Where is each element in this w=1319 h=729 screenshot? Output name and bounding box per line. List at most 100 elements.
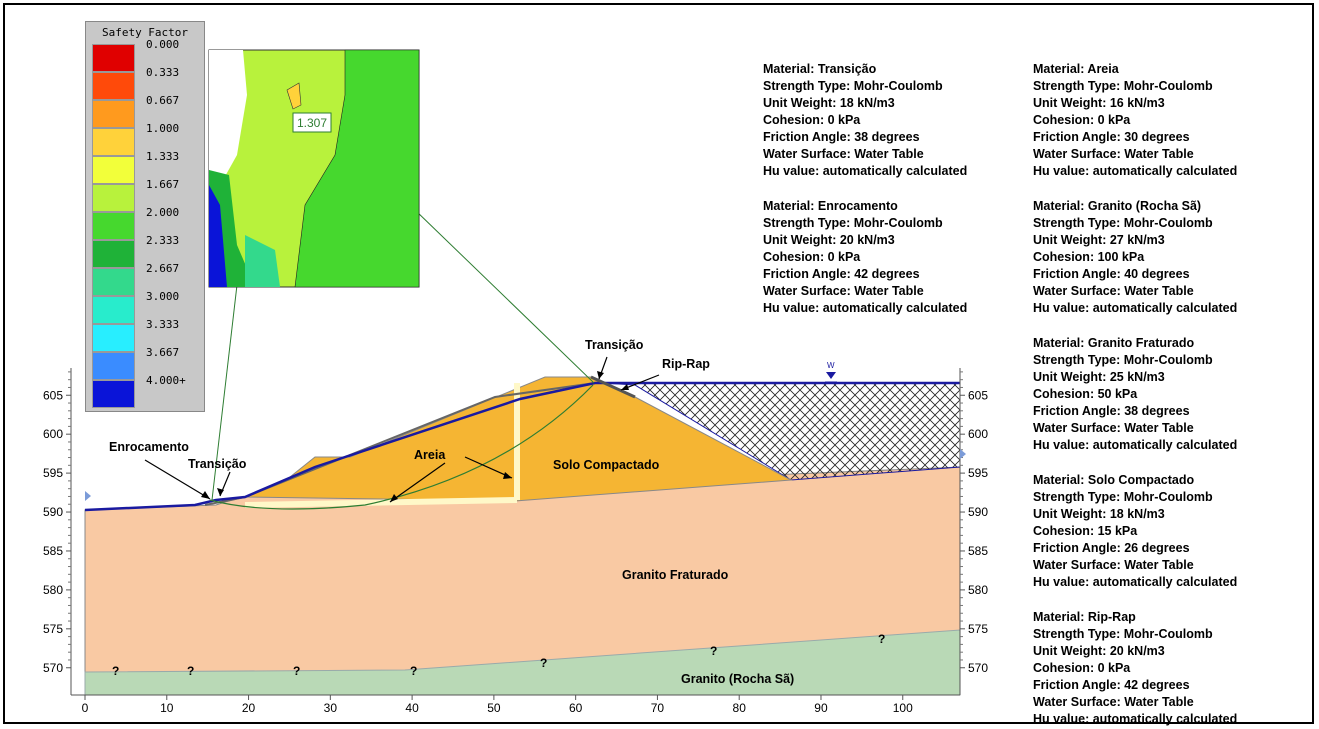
prop-material: Material: Solo Compactado	[1033, 473, 1195, 487]
inset-factor-label: 1.307	[297, 116, 327, 130]
x-tick-label: 0	[82, 701, 89, 715]
legend-entry: 0.000	[92, 38, 202, 72]
material-props-granito-rocha-sa: Material: Granito (Rocha Sã) Strength Ty…	[1033, 198, 1237, 317]
prop-hu: Hu value: automatically calculated	[1033, 301, 1238, 315]
label-granito-fraturado: Granito Fraturado	[622, 568, 729, 582]
x-tick-label: 50	[487, 701, 501, 715]
prop-strength: Strength Type: Mohr-Coulomb	[1033, 353, 1213, 367]
left-boundary-marker-icon	[85, 491, 91, 501]
legend-value: 2.000	[146, 206, 180, 219]
prop-strength: Strength Type: Mohr-Coulomb	[1033, 490, 1213, 504]
legend-swatch	[92, 100, 135, 128]
legend-entry: 3.000	[92, 290, 202, 324]
arrow-heads	[201, 371, 629, 502]
x-tick-label: 100	[893, 701, 913, 715]
label-rip-rap: Rip-Rap	[662, 357, 710, 371]
inset-factor-label-box	[292, 112, 332, 133]
prop-weight: Unit Weight: 25 kN/m3	[1033, 370, 1165, 384]
legend-entry: 2.333	[92, 234, 202, 268]
material-props-transicao: Material: Transição Strength Type: Mohr-…	[763, 61, 967, 180]
water-level-marker-icon	[826, 372, 836, 379]
x-tick-label: 90	[814, 701, 828, 715]
label-granito-rocha-sa: Granito (Rocha Sã)	[681, 672, 794, 686]
prop-weight: Unit Weight: 20 kN/m3	[1033, 644, 1165, 658]
legend-swatch	[92, 352, 135, 380]
label-solo-compactado: Solo Compactado	[553, 458, 660, 472]
prop-water: Water Surface: Water Table	[1033, 558, 1194, 572]
y-tick-label: 580	[968, 583, 988, 597]
y-tick-label: 585	[968, 544, 988, 558]
legend-swatch	[92, 268, 135, 296]
y-tick-label: 605	[968, 388, 988, 402]
prop-weight: Unit Weight: 20 kN/m3	[763, 233, 895, 247]
y-tick-label: 575	[43, 622, 63, 636]
prop-hu: Hu value: automatically calculated	[1033, 575, 1238, 589]
legend-swatch	[92, 184, 135, 212]
x-tick-label: 80	[733, 701, 747, 715]
prop-cohesion: Cohesion: 0 kPa	[763, 113, 861, 127]
unknown-mark: ?	[187, 664, 194, 678]
legend-value: 3.000	[146, 290, 180, 303]
right-boundary-marker-icon	[960, 449, 966, 459]
prop-friction: Friction Angle: 26 degrees	[1033, 541, 1190, 555]
label-areia: Areia	[414, 448, 446, 462]
critical-slip-surface	[209, 384, 594, 510]
x-tick-label: 20	[242, 701, 256, 715]
y-tick-label: 575	[968, 622, 988, 636]
prop-water: Water Surface: Water Table	[763, 147, 924, 161]
legend-value: 1.000	[146, 122, 180, 135]
legend-value: 1.333	[146, 150, 180, 163]
prop-weight: Unit Weight: 18 kN/m3	[763, 96, 895, 110]
x-tick-label: 10	[160, 701, 174, 715]
legend-swatch	[92, 240, 135, 268]
y-tick-label: 590	[43, 505, 63, 519]
material-props-granito-fraturado: Material: Granito Fraturado Strength Typ…	[1033, 335, 1237, 454]
prop-cohesion: Cohesion: 0 kPa	[1033, 113, 1131, 127]
prop-strength: Strength Type: Mohr-Coulomb	[1033, 216, 1213, 230]
x-tick-label: 70	[651, 701, 665, 715]
prop-weight: Unit Weight: 16 kN/m3	[1033, 96, 1165, 110]
rip-rap-surface	[590, 375, 636, 399]
prop-weight: Unit Weight: 27 kN/m3	[1033, 233, 1165, 247]
material-props-rip-rap: Material: Rip-Rap Strength Type: Mohr-Co…	[1033, 609, 1237, 728]
unknown-mark: ?	[710, 644, 717, 658]
prop-hu: Hu value: automatically calculated	[1033, 164, 1238, 178]
legend-value: 2.333	[146, 234, 180, 247]
legend-swatch	[92, 212, 135, 240]
legend-value: 3.667	[146, 346, 180, 359]
prop-strength: Strength Type: Mohr-Coulomb	[763, 216, 943, 230]
prop-material: Material: Granito Fraturado	[1033, 336, 1195, 350]
prop-water: Water Surface: Water Table	[1033, 284, 1194, 298]
prop-friction: Friction Angle: 42 degrees	[1033, 678, 1190, 692]
y-tick-label: 600	[968, 427, 988, 441]
prop-water: Water Surface: Water Table	[1033, 695, 1194, 709]
legend-value: 1.667	[146, 178, 180, 191]
legend-swatch	[92, 128, 135, 156]
prop-material: Material: Rip-Rap	[1033, 610, 1136, 624]
water-level-marker-label: W	[827, 361, 835, 370]
prop-strength: Strength Type: Mohr-Coulomb	[763, 79, 943, 93]
y-tick-label: 580	[43, 583, 63, 597]
legend-title: Safety Factor	[101, 26, 189, 39]
prop-friction: Friction Angle: 42 degrees	[763, 267, 920, 281]
label-enrocamento: Enrocamento	[109, 440, 189, 454]
legend-entry: 0.333	[92, 66, 202, 100]
legend-value: 3.333	[146, 318, 180, 331]
prop-cohesion: Cohesion: 0 kPa	[763, 250, 861, 264]
legend-entry: 1.667	[92, 178, 202, 212]
transicao-layer	[204, 382, 596, 506]
legend-entry: 2.000	[92, 206, 202, 240]
prop-weight: Unit Weight: 18 kN/m3	[1033, 507, 1165, 521]
legend-entry: 4.000+	[92, 374, 202, 408]
prop-material: Material: Transição	[763, 62, 877, 76]
areia-drain-horizontal	[244, 497, 518, 508]
prop-hu: Hu value: automatically calculated	[1033, 712, 1238, 726]
legend-swatch	[92, 44, 135, 72]
material-props-areia: Material: Areia Strength Type: Mohr-Coul…	[1033, 61, 1237, 180]
legend-entry: 0.667	[92, 94, 202, 128]
unknown-mark: ?	[112, 664, 119, 678]
prop-water: Water Surface: Water Table	[1033, 147, 1194, 161]
prop-material: Material: Areia	[1033, 62, 1119, 76]
unknown-mark: ?	[410, 664, 417, 678]
